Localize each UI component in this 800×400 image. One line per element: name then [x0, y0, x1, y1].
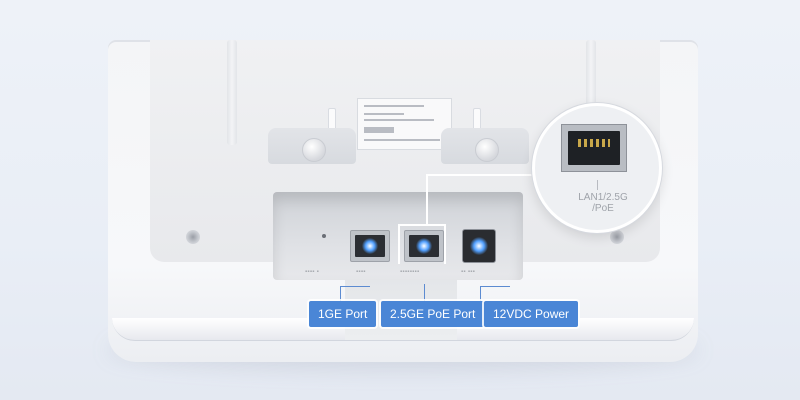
callout-1ge-port: 1GE Port — [309, 301, 377, 327]
lan-port-2-5ge-poe — [404, 230, 444, 262]
port-silkscreen: ▪▪▪▪ ▪ — [305, 269, 320, 275]
reset-pinhole — [322, 234, 326, 238]
port-silkscreen: ▪▪ ▪▪▪ — [461, 269, 476, 275]
callout-line — [398, 224, 400, 264]
callout-line — [426, 174, 428, 226]
rj45-pins — [578, 139, 610, 147]
callout-leader — [480, 286, 481, 302]
screw-hole — [610, 230, 624, 244]
zoom-label-line2: /PoE — [592, 203, 614, 214]
screw-hole — [186, 230, 200, 244]
callout-line — [444, 224, 446, 264]
port-silkscreen: ▪▪▪▪▪▪▪▪ — [400, 269, 420, 275]
callout-12vdc-power: 12VDC Power — [484, 301, 579, 327]
zoom-label-line1: LAN1/2.5G — [578, 192, 628, 203]
mount-ridge — [227, 40, 237, 145]
product-label-sticker — [357, 98, 452, 150]
mount-knob — [302, 138, 326, 162]
callout-line — [426, 174, 536, 176]
zoomed-rj45-port — [561, 124, 627, 172]
callout-leader — [424, 284, 425, 302]
mount-ridge — [586, 40, 596, 145]
callout-leader — [340, 286, 341, 302]
dc-power-jack — [462, 229, 496, 263]
port-led — [416, 238, 432, 254]
zoom-port-label: LAN1/2.5G /PoE — [553, 192, 653, 214]
mount-knob — [475, 138, 499, 162]
power-led — [470, 237, 488, 255]
callout-line — [398, 224, 446, 226]
zoom-tick — [597, 180, 598, 190]
port-silkscreen: ▪▪▪▪ — [356, 269, 366, 275]
port-led — [362, 238, 378, 254]
port-zoom-inset: LAN1/2.5G /PoE — [532, 103, 662, 233]
callout-2-5ge-poe-port: 2.5GE PoE Port — [381, 301, 485, 327]
callout-leader — [340, 286, 370, 287]
lan-port-1ge — [350, 230, 390, 262]
callout-leader — [480, 286, 510, 287]
